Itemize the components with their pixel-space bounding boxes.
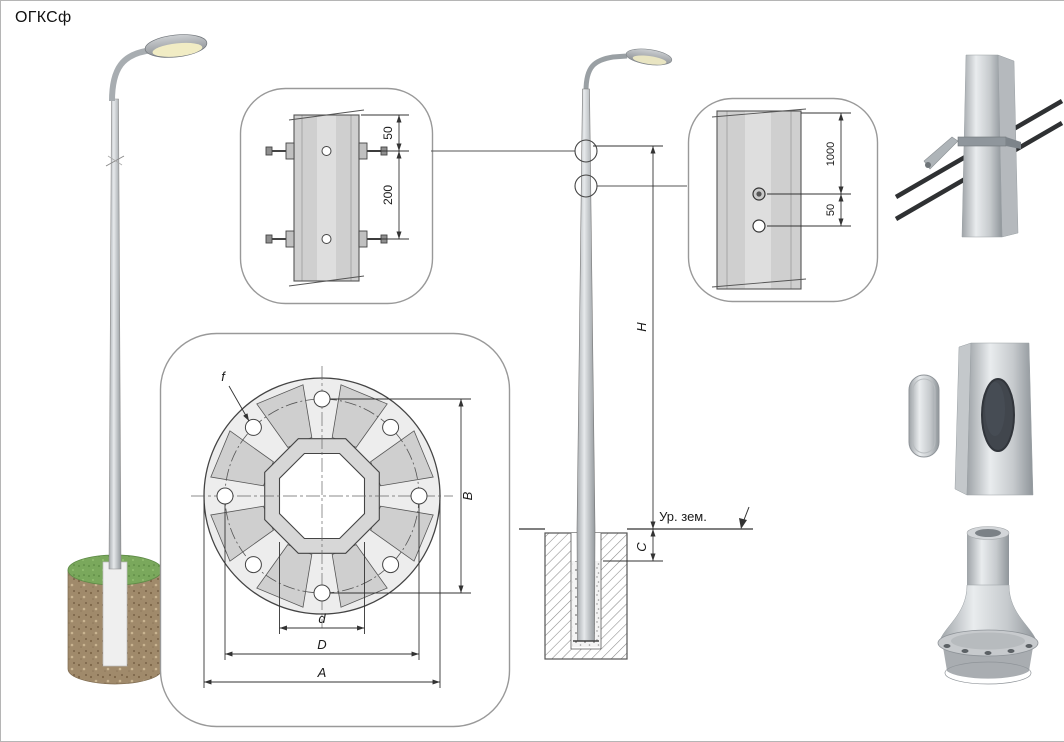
- elevation-arm: [583, 53, 628, 92]
- clamp-band-side: [1006, 137, 1021, 149]
- dim-label-1000: 1000: [825, 142, 837, 166]
- elevation-pole-shaft: [576, 88, 596, 642]
- gusset-plates: [210, 384, 434, 608]
- ground-level-label: Ур. зем.: [659, 509, 707, 524]
- dim-label-H: H: [634, 322, 649, 332]
- shaft-section: [288, 109, 365, 287]
- elevation-drawing: Ур. зем. H C: [431, 48, 753, 660]
- handhole-cover-plate: [908, 374, 940, 458]
- break-line-top: [288, 109, 365, 121]
- break-line-top: [711, 108, 807, 118]
- bolt-and-hole: [752, 187, 766, 233]
- pole-shaft: [108, 98, 122, 570]
- cover-plate-inner-line: [912, 378, 936, 454]
- elevation-lamp-head: [625, 48, 673, 66]
- dim-label-50: 50: [825, 204, 837, 216]
- embedded-tube: [102, 561, 128, 667]
- dimensions: f B d D A: [203, 369, 475, 688]
- lamp-head: [144, 34, 208, 58]
- octagon-hole: [278, 452, 366, 540]
- flange-bolt-holes: [943, 644, 1033, 655]
- bolt-holes: [216, 390, 428, 602]
- handhole-inner: [985, 382, 1005, 436]
- dim-label-d: d: [318, 611, 326, 626]
- detail-upper-section-callout: 1000 50: [687, 97, 879, 303]
- break-line-bottom: [711, 278, 807, 288]
- detail-balloon-lower: [574, 174, 598, 198]
- f-leader: [228, 385, 250, 422]
- base-stub-cylinder: [967, 533, 1009, 585]
- render-handhole: [908, 342, 1034, 496]
- dimensions: H C: [593, 145, 663, 562]
- dimensions: 1000 50: [767, 112, 851, 227]
- dim-label-D: D: [317, 637, 326, 652]
- flange-ring-inner: [951, 632, 1025, 650]
- wedge-clamp: [923, 136, 959, 170]
- page-title: ОГКСф: [15, 9, 72, 26]
- shaft-seam-mark: [105, 155, 125, 167]
- dim-label-A: A: [317, 665, 327, 680]
- shaft-seam-mark2: [107, 155, 123, 166]
- dimensions: 50 200: [361, 114, 409, 240]
- dim-label-B: B: [460, 491, 475, 500]
- render-clamp-assembly: [894, 54, 1064, 238]
- dim-label-f: f: [221, 369, 226, 384]
- flange-plan-callout: f B d D A: [159, 332, 511, 728]
- stub-opening: [975, 529, 1001, 537]
- render-flange-base: [937, 526, 1039, 685]
- dim-label-50-top: 50: [381, 126, 395, 140]
- level-mark-arrow: [739, 506, 750, 529]
- dim-label-C: C: [634, 542, 649, 552]
- break-line-bottom: [288, 275, 365, 287]
- detail-balloon-upper: [574, 139, 598, 163]
- detail-base-side-callout: 50 200: [239, 87, 434, 305]
- base-bottom-rim: [944, 661, 1032, 685]
- dim-label-200: 200: [381, 185, 395, 205]
- clamp-band: [957, 136, 1007, 147]
- clamp-bolt: [925, 162, 931, 168]
- pole-3d-render: [67, 34, 208, 685]
- foundation-cylinder: [67, 554, 163, 685]
